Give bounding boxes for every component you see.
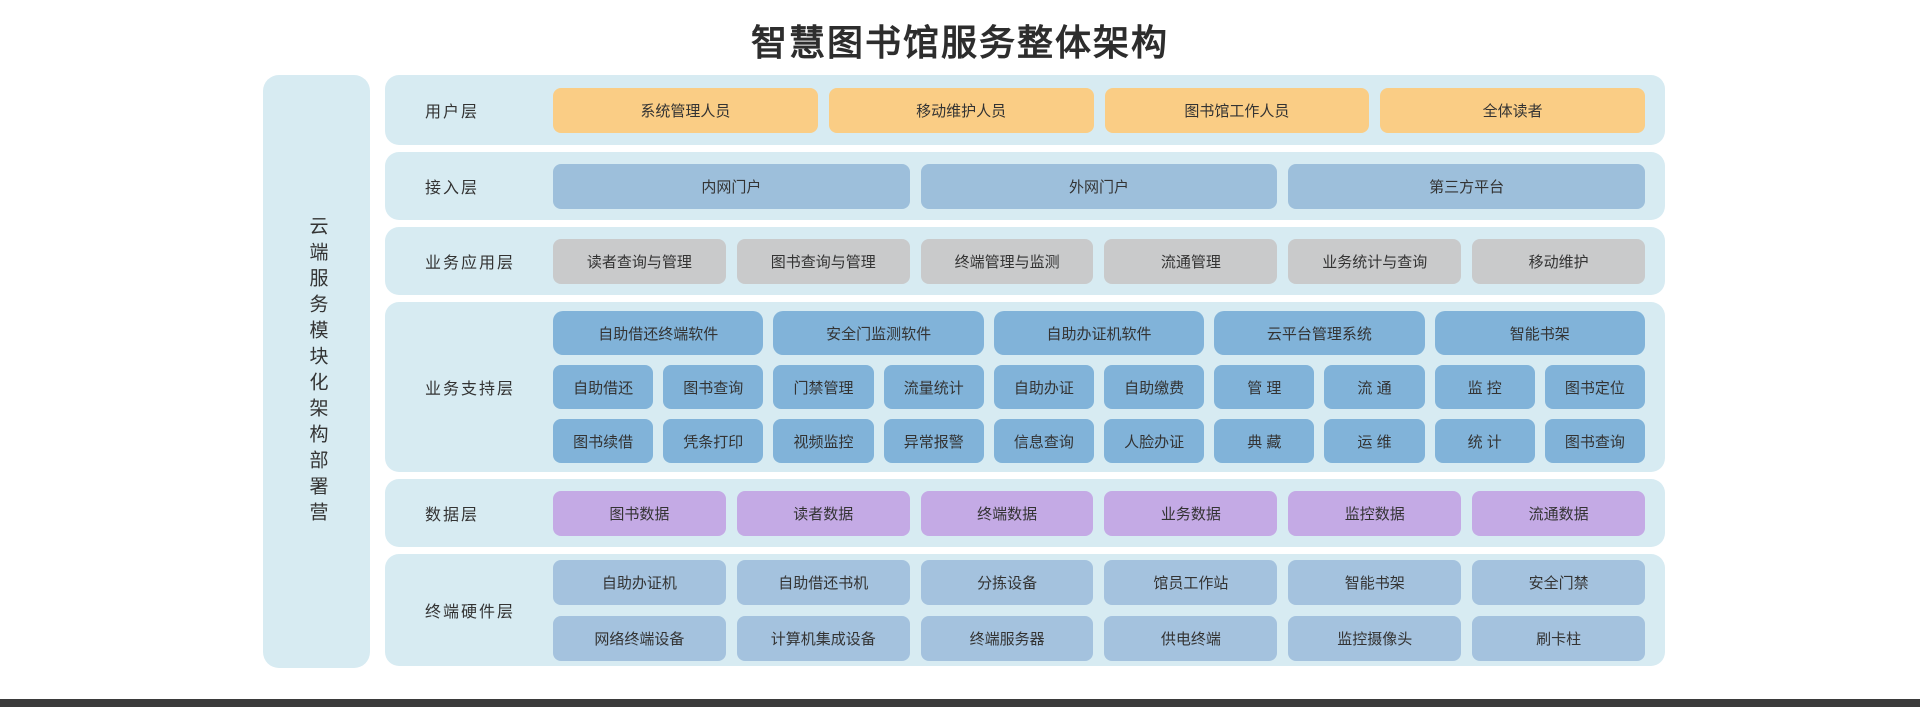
layer-box: 移动维护人员 [828,87,1094,133]
layer-label: 数据层 [425,507,480,524]
layers-column: 用户层 系统管理人员移动维护人员图书馆工作人员全体读者接入层 内网门户外网门户第三方… [385,75,1665,668]
layer-box: 监 控 [1434,365,1535,409]
layer-box: 图书馆工作人员 [1104,87,1370,133]
side-rail-text-line1: 云端服务 [306,215,328,320]
layer-box: 分拣设备 [920,559,1094,605]
layer-box: 凭条打印 [663,419,764,463]
layer-box: 图书数据 [553,490,726,536]
layer-box: 自助借还书机 [736,559,910,605]
layer-box: 读者查询与管理 [553,238,726,284]
layer-box: 网络终端设备 [553,615,726,661]
layer-box: 自助缴费 [1103,365,1205,409]
layer-box: 人脸办证 [1103,419,1205,463]
layer-box: 云平台管理系统 [1214,311,1425,355]
layer-box: 终端服务器 [920,615,1094,661]
layer-box: 智能书架 [1288,559,1462,605]
layer-label: 接入层 [425,180,480,197]
layer-box: 计算机集成设备 [736,615,910,661]
layer-box: 运 维 [1324,419,1425,463]
layer-box: 监控数据 [1288,490,1462,536]
layer-box: 移动维护 [1472,238,1645,284]
layer-boxes: 自助借还终端软件安全门监测软件自助办证机软件云平台管理系统智能书架自助借还图书查… [553,311,1645,463]
layer-box: 图书查询与管理 [736,238,910,284]
layer-box: 外网门户 [920,163,1278,209]
layer-label: 业务支持层 [425,381,516,398]
layer-box: 业务统计与查询 [1288,238,1462,284]
layer-row-access: 接入层 内网门户外网门户第三方平台 [385,152,1665,220]
layer-box: 内网门户 [553,163,910,209]
side-rail-text: 云端服务模块化架构部署营 [304,216,330,528]
layer-box: 流 通 [1324,365,1425,409]
layer-box: 刷卡柱 [1472,615,1645,661]
layer-boxes: 图书数据读者数据终端数据业务数据监控数据流通数据 [553,490,1645,536]
layer-row-support: 业务支持层 自助借还终端软件安全门监测软件自助办证机软件云平台管理系统智能书架自助… [385,302,1665,472]
layer-boxes: 系统管理人员移动维护人员图书馆工作人员全体读者 [553,87,1645,133]
layer-box: 系统管理人员 [553,87,818,133]
layer-label: 终端硬件层 [425,604,516,621]
layer-box: 终端管理与监测 [920,238,1094,284]
layer-row-data: 数据层 图书数据读者数据终端数据业务数据监控数据流通数据 [385,479,1665,547]
layer-boxes: 自助办证机自助借还书机分拣设备馆员工作站智能书架安全门禁网络终端设备计算机集成设… [553,559,1645,661]
layer-box: 图书查询 [1544,419,1645,463]
page-title: 智慧图书馆服务整体架构 [750,22,1169,63]
layer-box: 自助借还终端软件 [553,311,764,355]
layer-box: 典 藏 [1214,419,1315,463]
layer-box: 异常报警 [883,419,984,463]
layer-box: 第三方平台 [1288,163,1645,209]
layer-box: 读者数据 [736,490,910,536]
layer-boxes: 内网门户外网门户第三方平台 [553,163,1645,209]
layer-label: 业务应用层 [425,255,516,272]
layer-box: 图书查询 [663,365,764,409]
layer-box: 自助借还 [553,365,654,409]
architecture-diagram: 云端服务模块化架构部署营 用户层 系统管理人员移动维护人员图书馆工作人员全体读者接… [263,75,1665,668]
cloud-service-side-rail: 云端服务模块化架构部署营 [263,75,370,668]
layer-box: 自助办证机软件 [993,311,1205,355]
layer-box: 全体读者 [1380,87,1645,133]
layer-box: 供电终端 [1104,615,1278,661]
layer-box: 门禁管理 [773,365,874,409]
layer-box: 图书续借 [553,419,654,463]
layer-box: 自助办证 [993,365,1094,409]
layer-box: 视频监控 [773,419,874,463]
layer-label: 用户层 [425,104,480,121]
layer-box: 安全门禁 [1472,559,1645,605]
side-rail-text-line2: 模块化架构部署营 [306,319,328,528]
layer-row-user: 用户层 系统管理人员移动维护人员图书馆工作人员全体读者 [385,75,1665,145]
layer-box: 自助办证机 [553,559,726,605]
layer-box: 流量统计 [883,365,984,409]
layer-box: 智能书架 [1434,311,1645,355]
layer-box: 信息查询 [993,419,1094,463]
layer-row-app: 业务应用层 读者查询与管理图书查询与管理终端管理与监测流通管理业务统计与查询移动维… [385,227,1665,295]
layer-box: 业务数据 [1104,490,1278,536]
layer-box: 流通管理 [1104,238,1278,284]
layer-box: 监控摄像头 [1288,615,1462,661]
layer-box: 图书定位 [1544,365,1645,409]
bottom-border [0,699,1920,707]
layer-row-hardware: 终端硬件层 自助办证机自助借还书机分拣设备馆员工作站智能书架安全门禁网络终端设备计… [385,554,1665,666]
layer-box: 统 计 [1434,419,1535,463]
layer-box: 安全门监测软件 [773,311,984,355]
layer-box: 流通数据 [1472,490,1645,536]
layer-box: 终端数据 [920,490,1094,536]
layer-box: 馆员工作站 [1104,559,1278,605]
layer-boxes: 读者查询与管理图书查询与管理终端管理与监测流通管理业务统计与查询移动维护 [553,238,1645,284]
layer-box: 管 理 [1214,365,1315,409]
